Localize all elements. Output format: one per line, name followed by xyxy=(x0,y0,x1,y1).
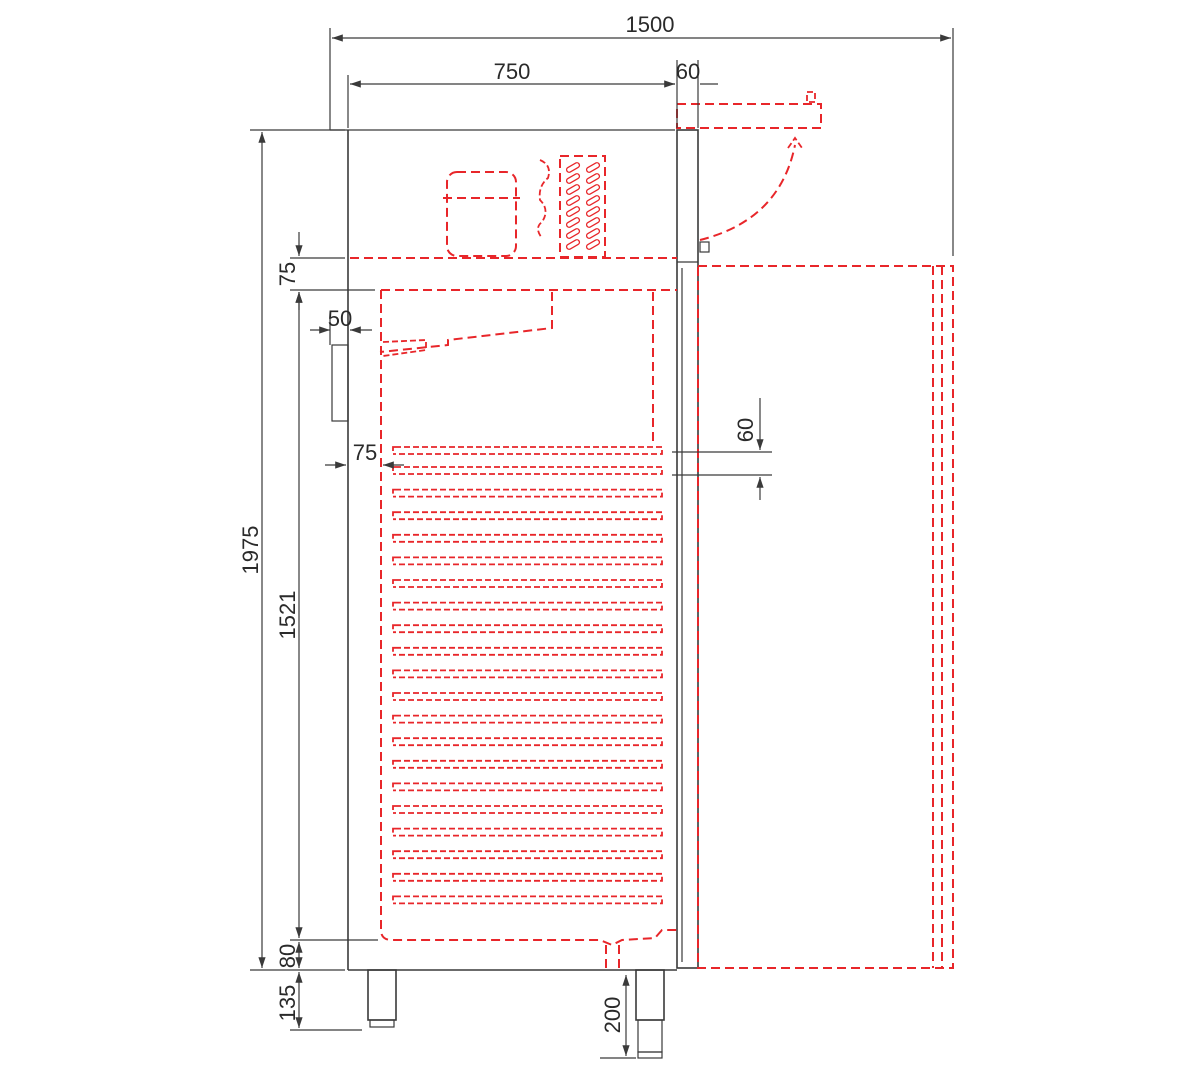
dim-drain-height: 200 xyxy=(600,997,625,1034)
condenser-coil xyxy=(565,184,581,195)
condenser xyxy=(559,155,606,258)
dim-total-height: 1975 xyxy=(238,526,263,575)
shelf xyxy=(392,601,663,611)
condenser-coil xyxy=(585,239,601,250)
condenser-coil xyxy=(585,184,601,195)
shelf xyxy=(392,669,663,679)
condenser-coil xyxy=(585,217,601,228)
shelf xyxy=(392,805,663,814)
shelf xyxy=(392,579,663,588)
door-swing xyxy=(676,91,954,969)
compressor xyxy=(446,171,517,257)
condenser-coil xyxy=(565,173,581,184)
shelf xyxy=(392,488,663,498)
dim-cabinet-width: 750 xyxy=(494,59,531,84)
condenser-coil xyxy=(565,228,581,239)
dim-shelf-pitch: 60 xyxy=(733,418,758,442)
dim-handle-offset: 50 xyxy=(328,306,352,331)
dim-total-width: 1500 xyxy=(626,12,675,37)
dim-interior-height: 1521 xyxy=(275,591,300,640)
machine-compartment xyxy=(350,155,677,259)
condenser-coil xyxy=(585,162,601,173)
dim-door-thickness: 60 xyxy=(676,59,700,84)
condenser-coil xyxy=(565,217,581,228)
condenser-coil xyxy=(585,206,601,217)
shelf xyxy=(392,714,663,724)
condenser-coil xyxy=(585,195,601,206)
shelf xyxy=(392,646,663,656)
handle xyxy=(331,344,349,422)
dim-leg-height: 135 xyxy=(275,985,300,1022)
condenser-coil xyxy=(565,239,581,250)
shelf xyxy=(392,895,663,905)
condenser-coil xyxy=(565,195,581,206)
shelf xyxy=(392,556,663,566)
cabinet-outline xyxy=(330,129,699,971)
condenser-coil xyxy=(565,206,581,217)
dimension-lines xyxy=(250,28,954,1059)
shelf xyxy=(392,737,663,747)
shelf xyxy=(392,782,663,792)
shelf xyxy=(392,624,663,634)
fan xyxy=(537,159,550,239)
legs xyxy=(367,969,665,1059)
shelf xyxy=(392,533,663,543)
shelves xyxy=(392,446,663,905)
shelf xyxy=(392,692,663,701)
shelf xyxy=(392,759,663,769)
interior xyxy=(379,289,677,972)
condenser-coil xyxy=(585,173,601,184)
dim-bottom-section: 80 xyxy=(275,944,300,968)
dim-top-section: 75 xyxy=(275,262,300,286)
condenser-coil xyxy=(585,228,601,239)
door xyxy=(676,129,699,969)
shelf xyxy=(392,446,663,455)
shelf xyxy=(392,850,663,860)
dim-shelf-offset: 75 xyxy=(353,440,377,465)
shelf xyxy=(392,872,663,882)
shelf xyxy=(392,466,663,475)
condenser-coil xyxy=(565,162,581,173)
shelf xyxy=(392,827,663,837)
shelf xyxy=(392,511,663,521)
